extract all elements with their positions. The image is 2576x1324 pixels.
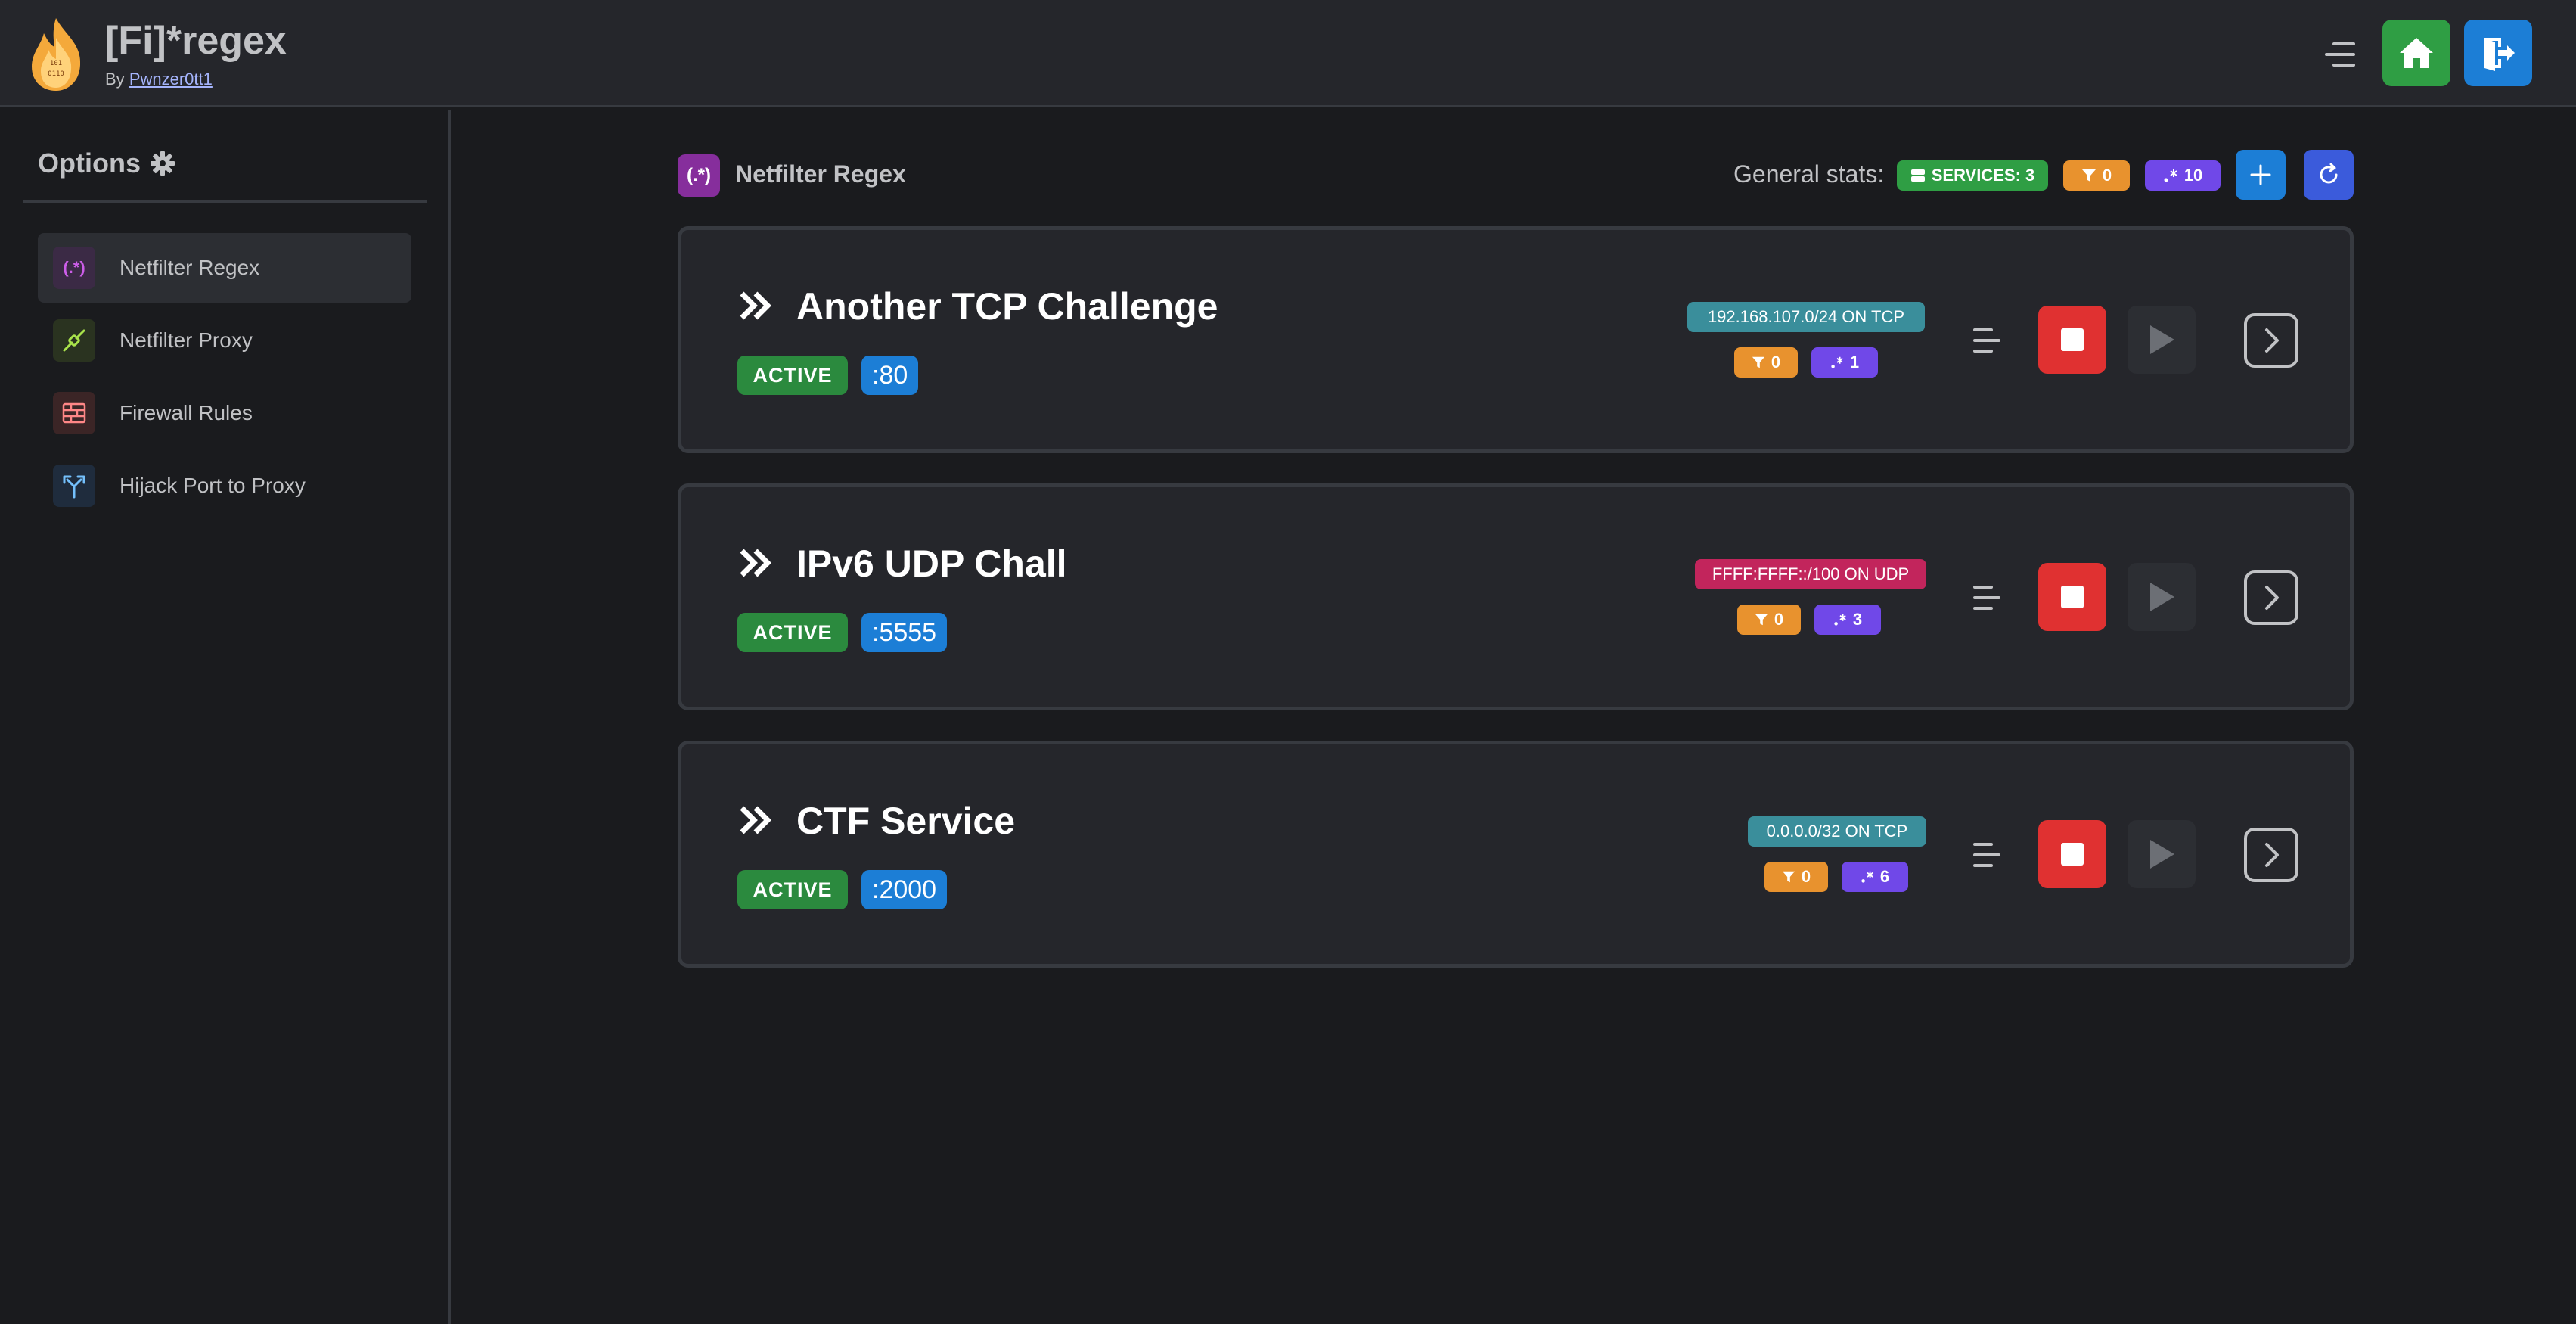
service-menu-icon[interactable] [1973, 325, 2003, 356]
start-service-button[interactable] [2128, 563, 2196, 631]
regex-count-badge: 1 [1811, 347, 1878, 378]
regex-small-icon [2164, 169, 2177, 182]
port-badge: :2000 [861, 870, 948, 909]
plus-icon [2250, 164, 2271, 185]
home-button[interactable] [2382, 20, 2450, 86]
brick-wall-icon [53, 392, 95, 434]
refresh-button[interactable] [2304, 150, 2354, 200]
double-chevron-icon [740, 291, 771, 320]
stats-label: General stats: [1733, 160, 1885, 188]
double-chevron-icon [740, 806, 771, 834]
filtered-count-badge: 0 [1734, 347, 1798, 378]
service-card[interactable]: Another TCP Challenge ACTIVE :80 192.168… [678, 226, 2354, 453]
status-badge: ACTIVE [737, 356, 848, 395]
regex-small-icon [1861, 871, 1873, 883]
sidebar-item-label: Hijack Port to Proxy [119, 474, 306, 497]
open-service-button[interactable] [2244, 313, 2298, 368]
service-name: Another TCP Challenge [796, 285, 1218, 328]
regex-icon: (.*) [678, 154, 720, 197]
stop-service-button[interactable] [2038, 820, 2106, 888]
sidebar-item-label: Netfilter Regex [119, 256, 260, 279]
sidebar-item-label: Netfilter Proxy [119, 328, 253, 352]
sidebar-item-netfilter-proxy[interactable]: Netfilter Proxy [38, 306, 411, 375]
regex-small-icon [1831, 356, 1843, 368]
address-badge: 192.168.107.0/24 ON TCP [1687, 302, 1925, 332]
menu-burger-icon[interactable] [2319, 38, 2355, 71]
stop-icon [2061, 586, 2084, 608]
chevron-right-icon [2265, 586, 2279, 610]
stop-icon [2061, 843, 2084, 866]
chevron-right-icon [2265, 843, 2279, 867]
sidebar-title: Options [38, 148, 175, 179]
stop-icon [2061, 328, 2084, 351]
svg-text:0110: 0110 [48, 70, 64, 78]
start-service-button[interactable] [2128, 306, 2196, 374]
address-badge: 0.0.0.0/32 ON TCP [1748, 816, 1926, 847]
add-service-button[interactable] [2236, 150, 2286, 200]
start-service-button[interactable] [2128, 820, 2196, 888]
regex-icon: (.*) [53, 247, 95, 289]
sidebar-item-firewall-rules[interactable]: Firewall Rules [38, 378, 411, 448]
gear-icon [150, 151, 175, 176]
play-icon [2150, 840, 2174, 869]
status-badge: ACTIVE [737, 613, 848, 652]
service-card[interactable]: IPv6 UDP Chall ACTIVE :5555 FFFF:FFFF::/… [678, 483, 2354, 710]
port-badge: :80 [861, 356, 919, 395]
filtered-count-badge: 0 [1737, 605, 1801, 635]
sidebar-item-label: Firewall Rules [119, 401, 253, 424]
logout-button[interactable] [2464, 20, 2532, 86]
play-icon [2150, 325, 2174, 354]
open-service-button[interactable] [2244, 828, 2298, 882]
sidebar-divider [23, 200, 427, 203]
stop-service-button[interactable] [2038, 563, 2106, 631]
sidebar: Options (.*) Netfilter Regex Netfilter P… [0, 110, 451, 1324]
regex-count-badge: 6 [1842, 862, 1908, 892]
filter-icon [2081, 169, 2096, 182]
server-icon [1910, 169, 1925, 182]
sidebar-item-hijack-port[interactable]: Hijack Port to Proxy [38, 451, 411, 521]
author-link[interactable]: Pwnzer0tt1 [129, 70, 213, 89]
status-badge: ACTIVE [737, 870, 848, 909]
page-title: Netfilter Regex [735, 160, 906, 188]
service-menu-icon[interactable] [1973, 840, 2003, 870]
service-name: IPv6 UDP Chall [796, 542, 1067, 585]
port-badge: :5555 [861, 613, 948, 652]
plug-icon [53, 319, 95, 362]
double-chevron-icon [740, 549, 771, 577]
app-author: By Pwnzer0tt1 [105, 70, 213, 89]
svg-text:101: 101 [50, 60, 62, 67]
refresh-icon [2320, 163, 2338, 184]
route-icon [53, 465, 95, 507]
service-menu-icon[interactable] [1973, 583, 2003, 613]
filtered-count-badge: 0 [2063, 160, 2130, 191]
filter-icon [1752, 356, 1764, 368]
app-title: [Fi]*regex [105, 19, 287, 63]
filter-icon [1782, 871, 1795, 883]
regex-count-badge: 3 [1814, 605, 1881, 635]
regex-count-badge: 10 [2145, 160, 2221, 191]
stop-service-button[interactable] [2038, 306, 2106, 374]
regex-small-icon [1834, 614, 1846, 626]
home-icon [2400, 38, 2433, 68]
logout-icon [2484, 38, 2515, 71]
open-service-button[interactable] [2244, 570, 2298, 625]
author-prefix: By [105, 70, 125, 89]
app-header: 101 0110 [Fi]*regex By Pwnzer0tt1 [0, 0, 2576, 107]
fire-logo-icon: 101 0110 [32, 18, 81, 91]
service-name: CTF Service [796, 800, 1016, 842]
sidebar-item-netfilter-regex[interactable]: (.*) Netfilter Regex [38, 233, 411, 303]
chevron-right-icon [2265, 328, 2279, 353]
play-icon [2150, 583, 2174, 611]
service-card[interactable]: CTF Service ACTIVE :2000 0.0.0.0/32 ON T… [678, 741, 2354, 968]
address-badge: FFFF:FFFF::/100 ON UDP [1695, 559, 1926, 589]
services-count-badge: SERVICES: 3 [1897, 160, 2048, 191]
filtered-count-badge: 0 [1764, 862, 1828, 892]
filter-icon [1755, 614, 1768, 626]
